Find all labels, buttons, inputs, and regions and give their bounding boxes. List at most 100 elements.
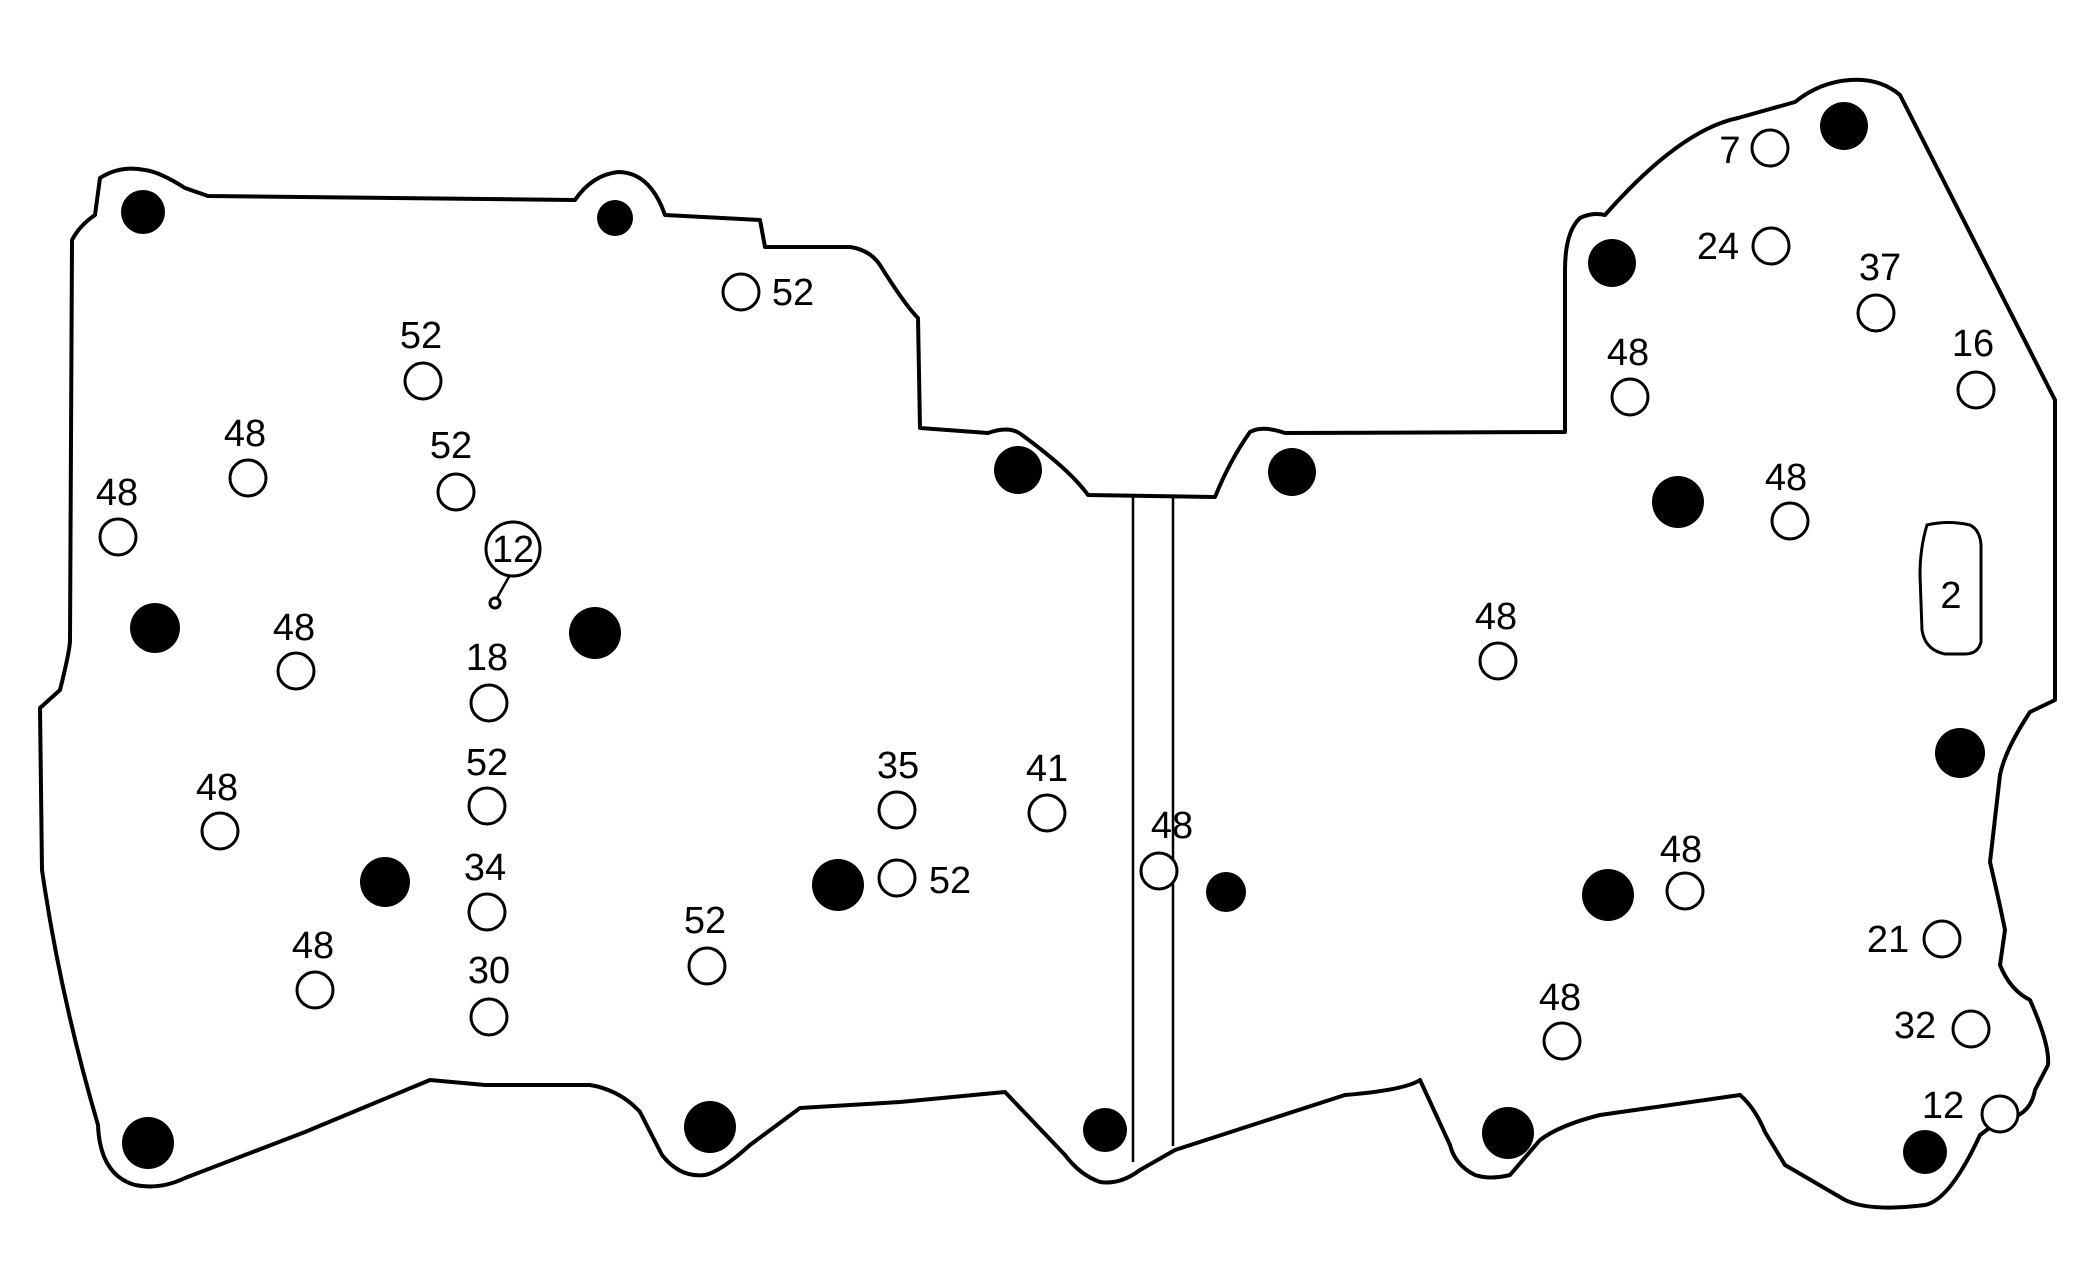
numbered-hole-30: 30: [468, 950, 510, 1037]
hole-label: 52: [684, 900, 726, 942]
bolt-hole: [1482, 1107, 1534, 1159]
hole-label: 37: [1859, 247, 1901, 289]
hole-circle: [1665, 871, 1705, 911]
hole-circle: [467, 892, 507, 932]
hole-label: 52: [929, 860, 971, 902]
numbered-hole-52: 52: [877, 858, 971, 902]
bolt-hole: [121, 190, 165, 234]
numbered-hole-52: 52: [466, 742, 508, 826]
hole-circle: [98, 517, 138, 557]
callout-ring: [484, 520, 542, 578]
hole-label: 48: [1765, 457, 1807, 499]
hole-label: 48: [273, 607, 315, 649]
bolt-hole: [1903, 1130, 1947, 1174]
numbered-hole-48: 48: [273, 607, 316, 691]
numbered-hole-48: 48: [224, 413, 268, 498]
numbered-hole-48: 48: [292, 925, 335, 1010]
hole-label: 12: [1922, 1085, 1964, 1127]
bolt-hole: [1935, 728, 1985, 778]
numbered-hole-24: 24: [1697, 226, 1791, 268]
hole-circle: [721, 272, 761, 312]
hole-circle: [469, 997, 509, 1037]
hole-circle: [1770, 501, 1810, 541]
hole-label: 41: [1026, 748, 1068, 790]
numbered-hole-48: 48: [96, 472, 138, 557]
hole-circle: [1980, 1094, 2020, 1134]
hole-label: 48: [96, 472, 138, 514]
bolt-hole: [1582, 869, 1634, 921]
numbered-hole-35: 35: [877, 745, 919, 830]
numbered-hole-32: 32: [1894, 1005, 1991, 1049]
bolt-hole: [1206, 872, 1246, 912]
slot-outline: [1918, 521, 1983, 656]
hole-circle: [469, 683, 509, 723]
hole-circle: [467, 786, 507, 826]
hole-label: 48: [1539, 977, 1581, 1019]
hole-circle: [1478, 641, 1518, 681]
hole-label: 52: [400, 315, 442, 357]
hole-label: 21: [1867, 919, 1909, 961]
bolt-hole: [1652, 476, 1704, 528]
bolt-hole: [1588, 239, 1636, 287]
numbered-hole-21: 21: [1867, 919, 1962, 961]
hole-circle: [1542, 1021, 1582, 1061]
numbered-hole-12: 12: [1922, 1085, 2020, 1134]
numbered-hole-48: 48: [1607, 332, 1650, 417]
numbered-hole-37: 37: [1856, 247, 1901, 333]
hole-label: 52: [772, 272, 814, 314]
slot-2: 2: [1918, 521, 1983, 656]
hole-label: 48: [1660, 829, 1702, 871]
bolt-hole: [597, 200, 633, 236]
numbered-holes: 7 24 37 16 48 48 48 48 48 21 32 12 48 41 35 52 52 52 52 52 4…: [96, 128, 2020, 1134]
slot-label: 2: [1940, 575, 1961, 617]
hole-circle: [436, 472, 476, 512]
hole-circle: [1139, 851, 1179, 891]
callout-point: [488, 596, 502, 610]
hole-circle: [1027, 793, 1067, 833]
bolt-hole: [812, 859, 864, 911]
bolt-hole: [684, 1101, 736, 1153]
callout-leader: [495, 574, 512, 599]
bolt-hole: [360, 857, 410, 907]
hole-label: 35: [877, 745, 919, 787]
hole-label: 16: [1952, 323, 1994, 365]
numbered-hole-48: 48: [196, 767, 240, 851]
hole-label: 52: [430, 425, 472, 467]
numbered-hole-7: 7: [1719, 128, 1790, 172]
numbered-hole-48: 48: [1660, 829, 1705, 911]
hole-circle: [1856, 293, 1896, 333]
plate-outline: [38, 77, 2057, 1210]
hole-label: 48: [224, 413, 266, 455]
hole-circle: [228, 458, 268, 498]
hole-label: 48: [196, 767, 238, 809]
numbered-hole-16: 16: [1952, 323, 1996, 410]
numbered-hole-52: 52: [430, 425, 476, 512]
hole-circle: [1951, 1009, 1991, 1049]
hole-circle: [1750, 128, 1790, 168]
hole-label: 34: [464, 847, 506, 889]
hole-circle: [687, 946, 727, 986]
hole-circle: [295, 970, 335, 1010]
bolt-hole: [1268, 448, 1316, 496]
numbered-hole-48: 48: [1139, 805, 1193, 891]
numbered-hole-52: 52: [721, 272, 814, 314]
bolt-hole: [1820, 102, 1868, 150]
callout-12: 12: [484, 520, 542, 610]
hole-circle: [1751, 226, 1791, 266]
hole-label: 48: [1607, 332, 1649, 374]
bolt-hole: [569, 607, 621, 659]
hole-label: 48: [292, 925, 334, 967]
hole-label: 7: [1719, 130, 1740, 172]
hole-circle: [200, 811, 240, 851]
bolt-hole: [122, 1117, 174, 1169]
hole-label: 48: [1475, 596, 1517, 638]
hole-circle: [1610, 377, 1650, 417]
numbered-hole-34: 34: [464, 847, 507, 932]
hole-label: 18: [466, 637, 508, 679]
hole-label: 30: [468, 950, 510, 992]
numbered-hole-48: 48: [1475, 596, 1518, 681]
bolt-hole: [130, 603, 180, 653]
hole-label: 48: [1151, 805, 1193, 847]
numbered-hole-52: 52: [684, 900, 727, 986]
numbered-hole-52: 52: [400, 315, 443, 401]
